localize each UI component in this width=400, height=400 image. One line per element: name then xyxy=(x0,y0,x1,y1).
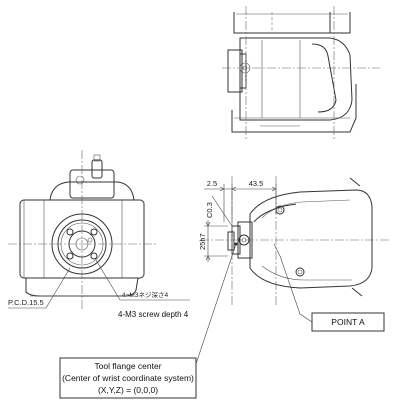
dimension-top: 2.5 43.5 xyxy=(204,179,277,222)
point-a-box xyxy=(311,312,385,332)
tool-flange-line3: (X,Y,Z) = (0,0,0) xyxy=(98,385,158,395)
screw-callout-jp: 4−M3ネジ深さ4 xyxy=(122,290,168,299)
dimension-2-5-label: 2.5 xyxy=(207,179,217,188)
pcd-callout: P.C.D.15.5 xyxy=(8,267,71,309)
tool-flange-line1: Tool flange center xyxy=(94,361,161,371)
pcd-label: P.C.D.15.5 xyxy=(8,298,44,307)
point-a-callout: POINT A xyxy=(273,243,385,332)
top-wrist-view xyxy=(222,6,380,140)
diameter-label: 25h7 xyxy=(198,233,207,250)
tool-flange-note: Tool flange center (Center of wrist coor… xyxy=(59,242,238,399)
dimension-43-5-label: 43.5 xyxy=(249,179,264,188)
point-a-label: POINT A xyxy=(331,317,365,327)
screw-callout: 4−M3ネジ深さ4 4-M3 screw depth 4 xyxy=(95,259,190,319)
chamfer-callout: C0.3 xyxy=(205,195,233,227)
diameter-dimension: 25h7 xyxy=(198,220,228,262)
chamfer-label: C0.3 xyxy=(205,202,214,218)
screw-callout-en: 4-M3 screw depth 4 xyxy=(118,310,189,319)
tool-flange-box xyxy=(59,357,197,399)
flange-front-view xyxy=(8,150,156,310)
tool-flange-line2: (Center of wrist coordinate system) xyxy=(62,373,194,383)
wrist-side-view xyxy=(200,176,390,306)
